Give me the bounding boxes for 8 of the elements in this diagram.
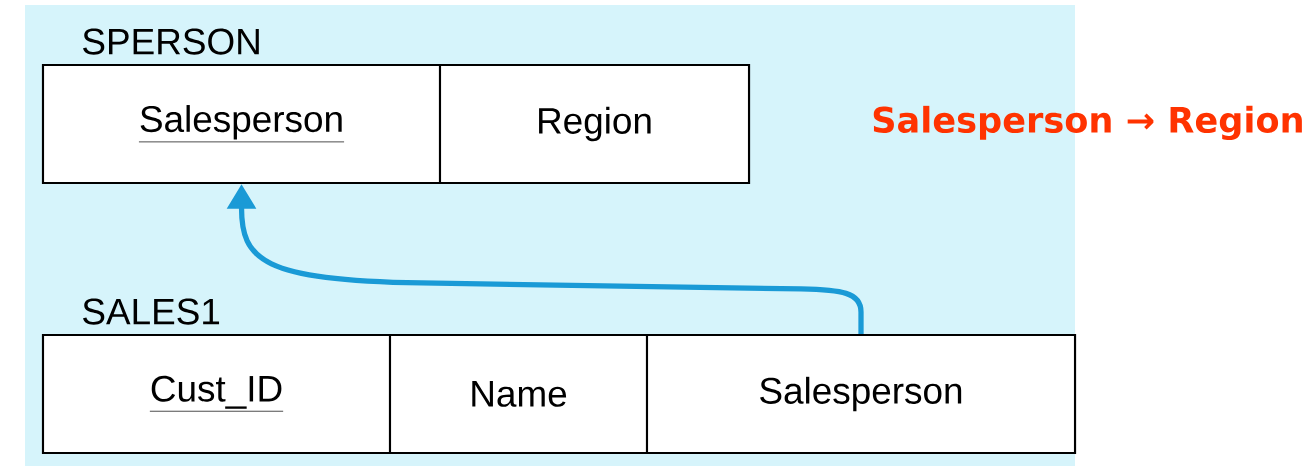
- table-cell: Name: [388, 333, 649, 455]
- dependency-note: Salesperson → Region: [873, 105, 1302, 141]
- table-cell: Cust_ID: [41, 333, 392, 455]
- table-cell: Salesperson: [645, 333, 1077, 455]
- node-label: SPERSON: [83, 28, 259, 55]
- table-cell: Region: [438, 63, 751, 185]
- table-cell: Salesperson: [41, 63, 442, 185]
- node-label: SALES1: [83, 298, 220, 325]
